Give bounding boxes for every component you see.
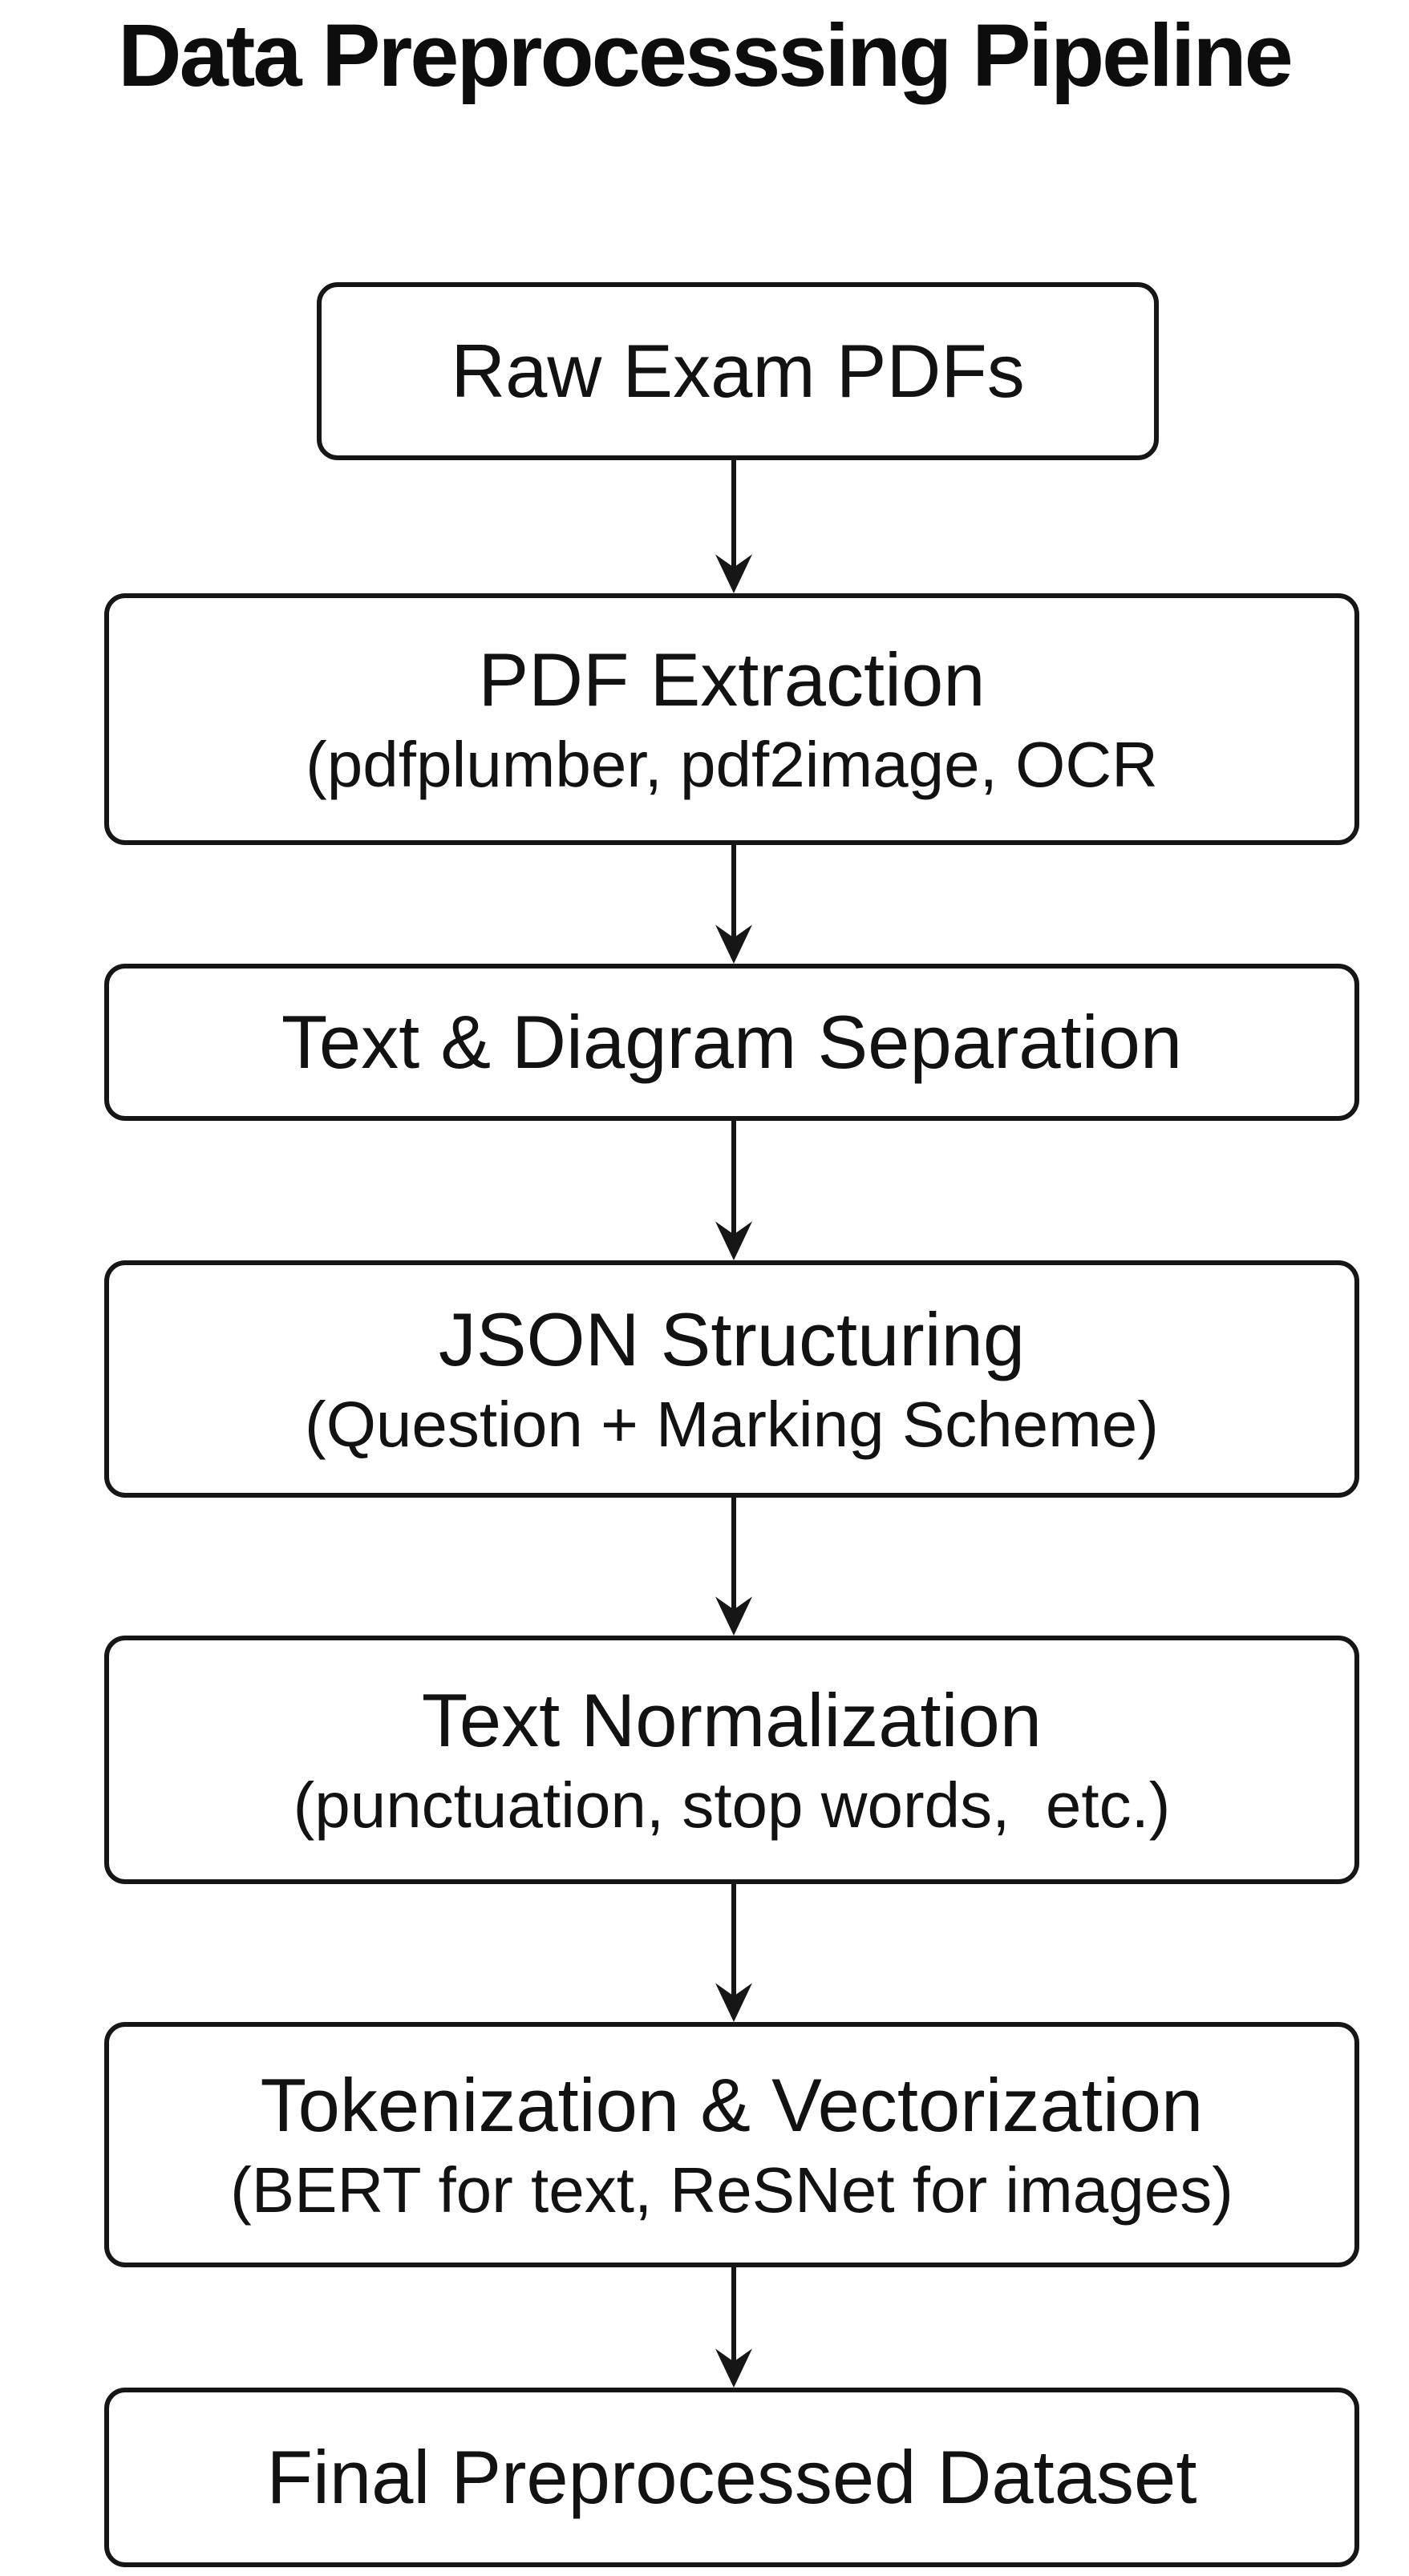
- arrow-down-icon: [715, 1121, 753, 1260]
- diagram-title: Data Preprocesssing Pipeline: [118, 6, 1294, 105]
- flow-node-json-structuring: JSON Structuring (Question + Marking Sch…: [104, 1260, 1359, 1498]
- node-label: Final Preprocessed Dataset: [266, 2435, 1197, 2520]
- node-sublabel: (BERT for text, ReSNet for images): [230, 2153, 1233, 2226]
- flow-node-raw-exam-pdfs: Raw Exam PDFs: [317, 282, 1159, 460]
- node-label: Text & Diagram Separation: [281, 1000, 1183, 1085]
- node-sublabel: (punctuation, stop words, etc.): [293, 1769, 1171, 1841]
- flow-node-tokenization-vectorization: Tokenization & Vectorization (BERT for t…: [104, 2022, 1359, 2267]
- arrow-down-icon: [715, 460, 753, 593]
- node-label: PDF Extraction: [478, 637, 986, 722]
- node-sublabel: (pdfplumber, pdf2image, OCR: [306, 728, 1158, 800]
- node-label: Raw Exam PDFs: [451, 329, 1025, 414]
- arrow-down-icon: [715, 1884, 753, 2022]
- flow-node-text-diagram-separation: Text & Diagram Separation: [104, 964, 1359, 1121]
- arrow-down-icon: [715, 2267, 753, 2388]
- node-label: Text Normalization: [421, 1677, 1043, 1762]
- flow-node-pdf-extraction: PDF Extraction (pdfplumber, pdf2image, O…: [104, 593, 1359, 845]
- arrow-down-icon: [715, 845, 753, 964]
- node-sublabel: (Question + Marking Scheme): [305, 1388, 1159, 1460]
- node-label: JSON Structuring: [438, 1296, 1026, 1381]
- arrow-down-icon: [715, 1498, 753, 1636]
- node-label: Tokenization & Vectorization: [260, 2062, 1204, 2147]
- flow-node-text-normalization: Text Normalization (punctuation, stop wo…: [104, 1636, 1359, 1884]
- flow-node-final-preprocessed-dataset: Final Preprocessed Dataset: [104, 2388, 1359, 2567]
